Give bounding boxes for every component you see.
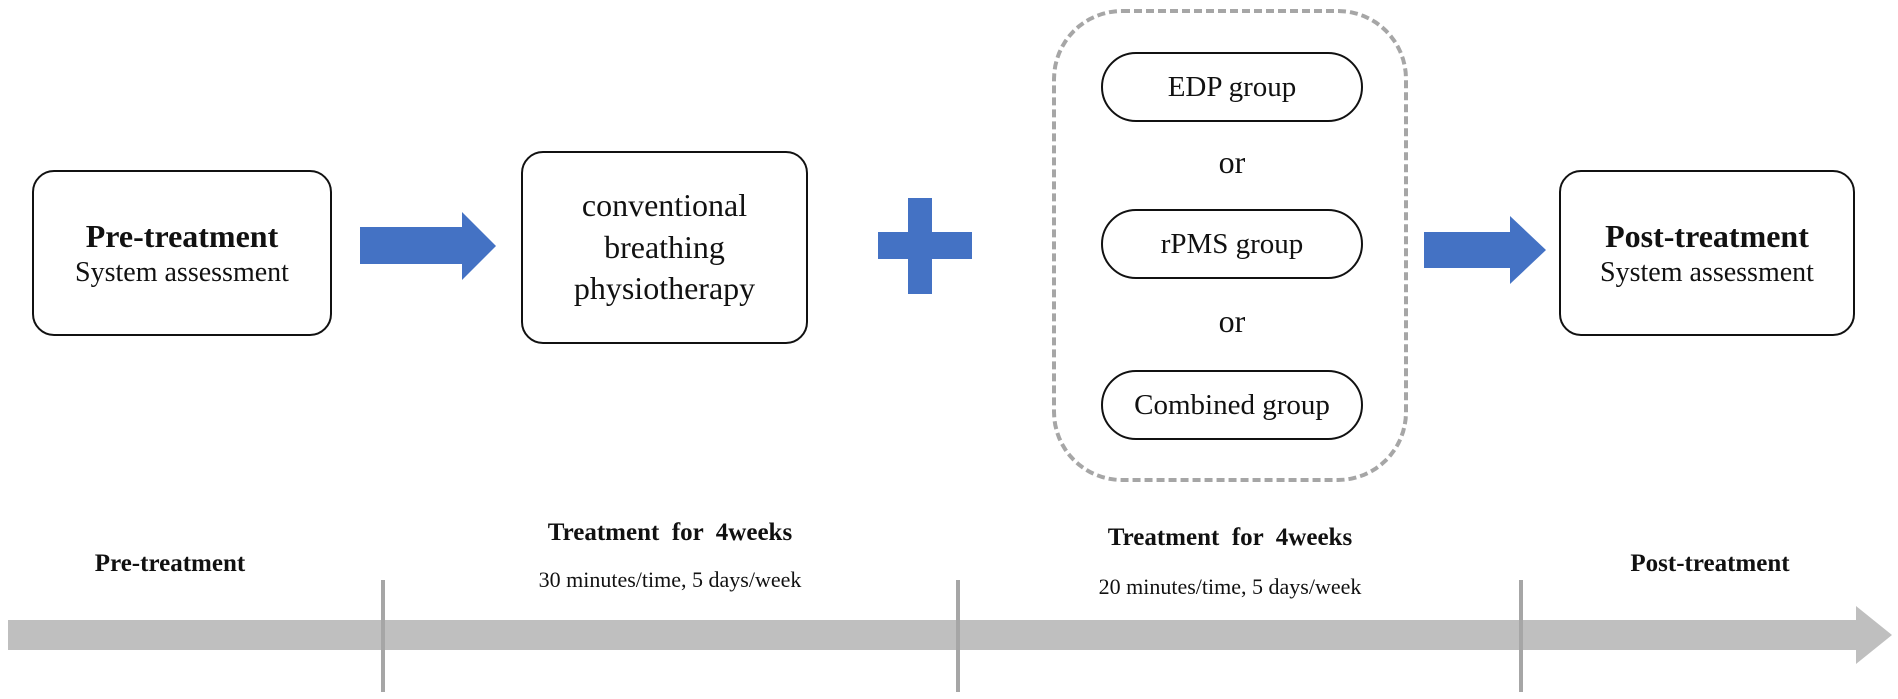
group-option-label: Combined group	[1134, 388, 1330, 421]
timeline-phase-title: Treatment for 4weeks	[1107, 524, 1353, 551]
timeline-phase-title: Post-treatment	[1630, 550, 1790, 577]
timeline-arrow	[8, 606, 1892, 664]
group-options-container	[1052, 9, 1408, 482]
conventional-therapy-box: conventional breathing physiotherapy	[521, 151, 808, 344]
pre-treatment-subtitle: System assessment	[75, 256, 289, 288]
pre-treatment-title: Pre-treatment	[85, 217, 279, 254]
or-separator: or	[1218, 303, 1246, 339]
group-option-rpms: rPMS group	[1101, 209, 1363, 279]
group-option-label: EDP group	[1167, 70, 1297, 103]
timeline-phase-title: Treatment for 4weeks	[547, 519, 793, 546]
timeline-phase-detail: 30 minutes/time, 5 days/week	[538, 567, 802, 592]
group-option-edp: EDP group	[1101, 52, 1363, 122]
post-treatment-subtitle: System assessment	[1600, 256, 1814, 288]
timeline-phase-detail: 20 minutes/time, 5 days/week	[1098, 574, 1362, 599]
plus-icon	[878, 198, 972, 294]
right-arrow-icon	[360, 212, 496, 280]
post-treatment-box: Post-treatment System assessment	[1559, 170, 1855, 336]
right-arrow-icon	[1424, 216, 1546, 284]
pre-treatment-box: Pre-treatment System assessment	[32, 170, 332, 336]
conventional-therapy-line: breathing	[604, 228, 725, 265]
timeline-phase-title: Pre-treatment	[94, 550, 246, 577]
conventional-therapy-line: physiotherapy	[573, 270, 756, 307]
conventional-therapy-line: conventional	[581, 187, 748, 224]
group-option-combined: Combined group	[1101, 370, 1363, 440]
post-treatment-title: Post-treatment	[1605, 217, 1809, 254]
group-option-label: rPMS group	[1160, 227, 1304, 260]
or-separator: or	[1218, 144, 1246, 180]
